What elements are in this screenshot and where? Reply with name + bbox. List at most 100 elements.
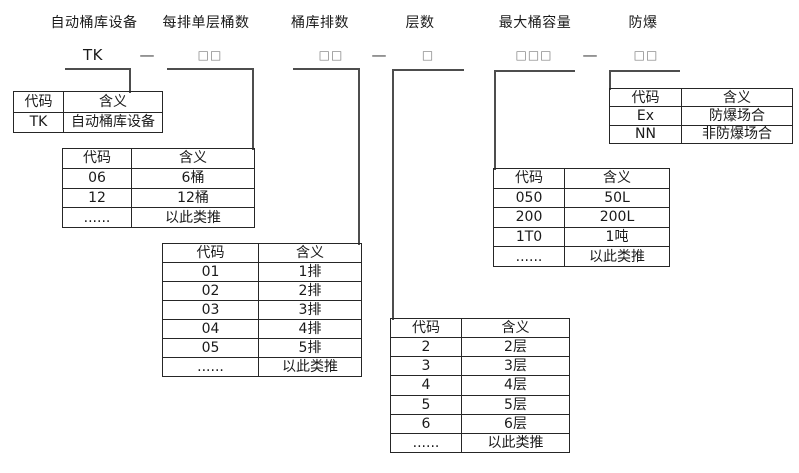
column-header-meaning: 含义 xyxy=(461,317,570,339)
table-row: 04 4排 xyxy=(162,319,362,339)
cell-code: 3 xyxy=(390,356,462,377)
barrels-per-layer-row-table: 代码 含义 06 6桶 12 12桶 ...... 以此类推 xyxy=(62,148,255,228)
cell-meaning: 防爆场合 xyxy=(681,106,793,126)
table-row: 4 4层 xyxy=(390,375,570,396)
cell-code: 6 xyxy=(390,413,462,434)
cell-meaning: 1排 xyxy=(258,262,362,282)
cell-meaning: 2层 xyxy=(461,337,570,358)
code-prefix-tk: TK xyxy=(83,46,103,64)
column-header-code: 代码 xyxy=(162,243,259,263)
column-header-code: 代码 xyxy=(493,168,565,189)
cell-code: 04 xyxy=(162,319,259,339)
separator-dash: — xyxy=(371,46,387,64)
cell-meaning: 以此类推 xyxy=(461,432,570,454)
cell-code: Ex xyxy=(609,106,682,126)
cell-code: ...... xyxy=(62,207,132,228)
field-label-device: 自动桶库设备 xyxy=(50,15,138,31)
field-label-layers: 层数 xyxy=(405,15,435,31)
cell-meaning: 2排 xyxy=(258,281,362,301)
field-label-capacity: 最大桶容量 xyxy=(498,15,572,31)
explosion-proof-table: 代码 含义 Ex 防爆场合 NN 非防爆场合 xyxy=(609,87,793,145)
column-header-code: 代码 xyxy=(13,91,64,113)
field-label-barrels: 每排单层桶数 xyxy=(162,15,250,31)
max-capacity-table: 代码 含义 050 50L 200 200L 1T0 1吨 ...... 以此类… xyxy=(493,168,670,267)
table-row: 06 6桶 xyxy=(62,167,255,189)
cell-meaning: 以此类推 xyxy=(564,246,670,267)
table-row: ...... 以此类推 xyxy=(62,207,255,228)
table-row: 5 5层 xyxy=(390,394,570,415)
table-row: Ex 防爆场合 xyxy=(609,106,793,126)
column-header-code: 代码 xyxy=(62,148,132,169)
cell-meaning: 5层 xyxy=(461,394,570,415)
cell-code: 06 xyxy=(62,167,132,189)
connector-device-table xyxy=(65,68,131,93)
cell-meaning: 以此类推 xyxy=(131,207,255,228)
cell-code: 4 xyxy=(390,375,462,396)
cell-code: ...... xyxy=(162,357,259,377)
code-placeholder-capacity: □□□ xyxy=(515,48,553,62)
code-placeholder-layers: □ xyxy=(421,48,435,62)
table-row: TK 自动桶库设备 xyxy=(13,111,163,133)
cell-code: 03 xyxy=(162,300,259,320)
table-header-row: 代码 含义 xyxy=(62,148,255,169)
table-row: ...... 以此类推 xyxy=(162,357,362,377)
cell-meaning: 3排 xyxy=(258,300,362,320)
cell-code: ...... xyxy=(390,432,462,454)
cell-meaning: 4排 xyxy=(258,319,362,339)
column-header-meaning: 含义 xyxy=(131,148,255,169)
column-header-meaning: 含义 xyxy=(681,87,793,108)
field-label-rows: 桶库排数 xyxy=(291,15,349,31)
table-row: ...... 以此类推 xyxy=(390,432,570,454)
connector-rows-table xyxy=(293,68,360,245)
cell-meaning: 5排 xyxy=(258,338,362,358)
table-header-row: 代码 含义 xyxy=(609,87,793,108)
table-header-row: 代码 含义 xyxy=(493,168,670,189)
cell-code: 2 xyxy=(390,337,462,358)
connector-explosion-proof-table xyxy=(609,70,680,90)
table-row: 03 3排 xyxy=(162,300,362,320)
code-placeholder-explosion-proof: □□ xyxy=(633,48,659,62)
table-row: 1T0 1吨 xyxy=(493,226,670,248)
cell-code: ...... xyxy=(493,246,565,267)
table-row: 01 1排 xyxy=(162,262,362,282)
connector-layers-table xyxy=(392,69,464,320)
cell-code: 1T0 xyxy=(493,226,565,248)
column-header-code: 代码 xyxy=(609,87,682,108)
cell-code: 5 xyxy=(390,394,462,415)
code-placeholder-barrels: □□ xyxy=(197,48,223,62)
cell-meaning: 1吨 xyxy=(564,226,670,248)
code-placeholder-rows: □□ xyxy=(318,48,344,62)
table-header-row: 代码 含义 xyxy=(13,91,163,113)
table-row: 05 5排 xyxy=(162,338,362,358)
cell-code: TK xyxy=(13,111,64,133)
cell-code: 01 xyxy=(162,262,259,282)
cell-meaning: 4层 xyxy=(461,375,570,396)
cell-code: NN xyxy=(609,124,682,145)
connector-capacity-table xyxy=(494,70,575,170)
cell-meaning: 以此类推 xyxy=(258,357,362,377)
table-row: 050 50L xyxy=(493,187,670,209)
table-row: 3 3层 xyxy=(390,356,570,377)
table-row: 2 2层 xyxy=(390,337,570,358)
layer-count-table: 代码 含义 2 2层 3 3层 4 4层 5 5层 6 6层 ...... 以此… xyxy=(390,317,570,454)
column-header-meaning: 含义 xyxy=(564,168,670,189)
row-count-table: 代码 含义 01 1排 02 2排 03 3排 04 4排 05 5排 ....… xyxy=(162,243,362,377)
table-row: ...... 以此类推 xyxy=(493,246,670,267)
cell-code: 200 xyxy=(493,207,565,228)
cell-meaning: 12桶 xyxy=(131,187,255,209)
cell-meaning: 6层 xyxy=(461,413,570,434)
table-header-row: 代码 含义 xyxy=(390,317,570,339)
table-header-row: 代码 含义 xyxy=(162,243,362,263)
table-row: 6 6层 xyxy=(390,413,570,434)
cell-meaning: 3层 xyxy=(461,356,570,377)
separator-dash: — xyxy=(582,46,598,64)
table-row: 12 12桶 xyxy=(62,187,255,209)
column-header-meaning: 含义 xyxy=(63,91,163,113)
cell-code: 12 xyxy=(62,187,132,209)
column-header-code: 代码 xyxy=(390,317,462,339)
cell-meaning: 200L xyxy=(564,207,670,228)
separator-dash: — xyxy=(139,46,155,64)
cell-code: 05 xyxy=(162,338,259,358)
cell-code: 050 xyxy=(493,187,565,209)
